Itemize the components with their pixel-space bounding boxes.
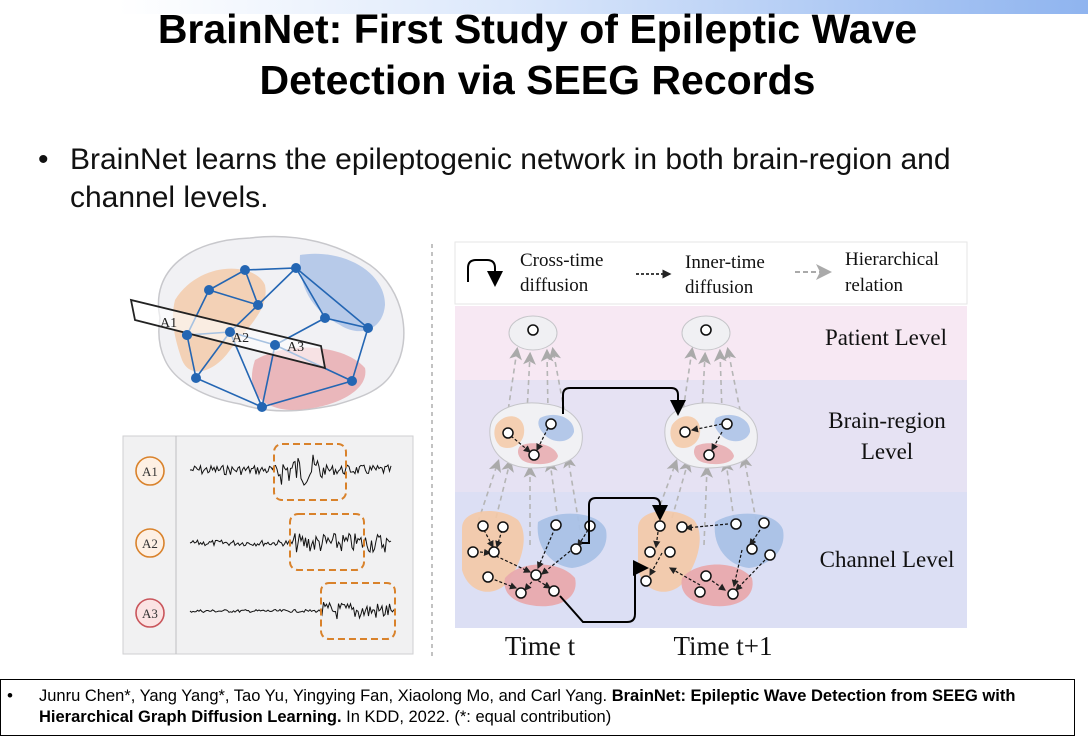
cross-time-arrow-channel-top bbox=[582, 497, 668, 544]
reference-paper-title: BrainNet: Epileptic Wave Detection from … bbox=[39, 687, 1016, 726]
channel-badge-a2 bbox=[135, 528, 165, 558]
seeg-signal-panel: A1 A2 A3 bbox=[122, 435, 414, 655]
signal-trace-a1 bbox=[189, 454, 392, 486]
region-brain-t1 bbox=[664, 402, 758, 469]
reference-text: Junru Chen*, Yang Yang*, Tao Yu, Yingyin… bbox=[39, 686, 1059, 728]
slide-title: BrainNet: First Study of Epileptic Wave … bbox=[0, 4, 1075, 106]
cross-time-legend-icon bbox=[467, 259, 503, 287]
electrode-label-a1: A1 bbox=[160, 316, 177, 331]
legend-hierarchical-line1: Hierarchical bbox=[845, 249, 939, 270]
bullet-marker: • bbox=[38, 143, 49, 176]
time-t1-label: Time t+1 bbox=[673, 631, 772, 661]
region-brain-t bbox=[489, 402, 583, 469]
patient-level-label: Patient Level bbox=[825, 325, 947, 350]
legend-hierarchical-line2: relation bbox=[845, 275, 904, 296]
time-t-label: Time t bbox=[505, 631, 576, 661]
brain-electrode-diagram: A1 A2 A3 bbox=[129, 235, 405, 412]
channel-label-a1: A1 bbox=[142, 464, 158, 479]
signal-trace-a3 bbox=[189, 601, 395, 620]
reference-box: • Junru Chen*, Yang Yang*, Tao Yu, Yingy… bbox=[0, 679, 1075, 736]
legend: Cross-time diffusion Inner-time diffusio… bbox=[454, 241, 968, 305]
seizure-window-a1 bbox=[273, 443, 347, 501]
legend-cross-time-line2: diffusion bbox=[520, 275, 589, 296]
legend-inner-time-line2: diffusion bbox=[685, 277, 754, 298]
cross-time-arrow-channel-bottom bbox=[559, 560, 649, 623]
reference-bullet: • bbox=[7, 686, 13, 705]
channel-graph-t1 bbox=[638, 510, 784, 607]
channel-badge-a3 bbox=[135, 598, 165, 628]
legend-inner-time-line1: Inner-time bbox=[685, 252, 765, 273]
channel-level-label: Channel Level bbox=[820, 547, 955, 572]
brain-region-level-label-line1: Brain-region bbox=[828, 408, 946, 433]
channel-label-a3: A3 bbox=[142, 606, 158, 621]
bullet-text: BrainNet learns the epileptogenic networ… bbox=[70, 143, 951, 214]
channel-graph-t bbox=[462, 510, 607, 607]
title-line-2: Detection via SEEG Records bbox=[259, 57, 816, 103]
cross-time-arrow-region bbox=[562, 387, 686, 416]
legend-cross-time-line1: Cross-time bbox=[520, 250, 603, 271]
electrode-label-a2: A2 bbox=[232, 331, 249, 346]
reference-venue: In KDD, 2022. (*: equal contribution) bbox=[341, 708, 612, 726]
title-line-1: BrainNet: First Study of Epileptic Wave bbox=[157, 6, 918, 52]
brain-region-level-label-line2: Level bbox=[861, 439, 913, 464]
reference-authors: Junru Chen*, Yang Yang*, Tao Yu, Yingyin… bbox=[39, 687, 612, 705]
brainnet-figure: A1 A2 A3 A1 A2 A3 Cross-time diffusion I… bbox=[122, 235, 968, 661]
channel-label-a2: A2 bbox=[142, 536, 158, 551]
header-accent-bar bbox=[118, 0, 1088, 14]
patient-brain-t1 bbox=[681, 315, 731, 351]
patient-brain-t bbox=[508, 315, 558, 351]
electrode-label-a3: A3 bbox=[287, 340, 304, 355]
seizure-window-a3 bbox=[320, 582, 396, 640]
channel-badge-a1 bbox=[135, 456, 165, 486]
seizure-window-a2 bbox=[289, 513, 365, 571]
